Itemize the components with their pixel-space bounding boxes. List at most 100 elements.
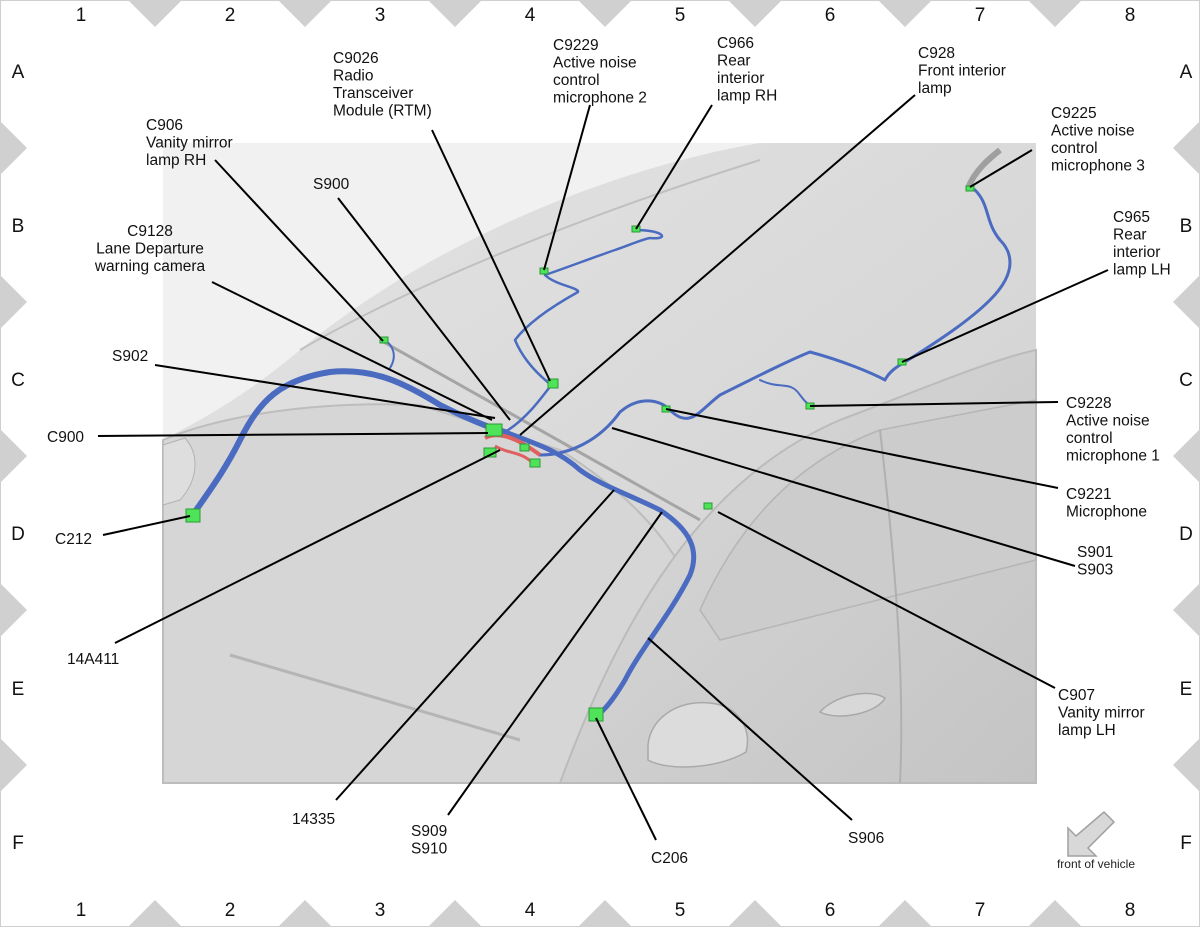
grid-column-label-bottom-8: 8: [1125, 900, 1136, 921]
grid-column-label-bottom-5: 5: [675, 900, 686, 921]
leader-s909-s910: [447, 511, 663, 816]
callout-c9228-line-2: control: [1066, 430, 1113, 447]
vehicle-illustration: [162, 143, 1037, 784]
sunroof-line: [379, 338, 701, 522]
callout-c206: C206: [651, 850, 688, 867]
side-mirror-left: [647, 702, 749, 768]
grid-column-label-bottom-3: 3: [375, 900, 386, 921]
side-mirror-right: [162, 437, 196, 506]
grid-column-label-top-3: 3: [375, 5, 386, 26]
ruler-notch-right-0: [1173, 121, 1200, 175]
ruler-notch-right-2: [1173, 429, 1200, 483]
leader-s902: [154, 364, 496, 419]
callout-s900: S900: [313, 176, 350, 193]
callout-s902-line-0: S902: [112, 348, 148, 365]
grid-row-label-right-F: F: [1180, 833, 1192, 854]
ruler-notch-top-6: [1028, 0, 1082, 27]
callout-c9229-line-0: C9229: [553, 37, 599, 54]
ruler-notch-top-1: [278, 0, 332, 27]
side-window: [699, 399, 1037, 641]
callout-c906-line-0: C906: [146, 117, 183, 134]
leader-c206: [595, 717, 657, 841]
callout-c928-line-1: Front interior: [918, 63, 1006, 80]
connector-c212: [185, 508, 201, 523]
leader-c9228: [809, 401, 1059, 407]
callout-c907-line-2: lamp LH: [1058, 722, 1116, 739]
callout-c9228-line-0: C9228: [1066, 395, 1112, 412]
ruler-notch-bottom-5: [878, 900, 932, 927]
grid-column-label-top-1: 1: [76, 5, 87, 26]
callout-s901-s903-line-1: S903: [1077, 562, 1113, 579]
callout-c212-line-0: C212: [55, 531, 92, 548]
connector-c9026: [547, 378, 559, 389]
grid-column-label-bottom-4: 4: [525, 900, 536, 921]
callout-c900-line-0: C900: [47, 429, 84, 446]
callout-14a411: 14A411: [67, 651, 119, 668]
callout-c907-line-1: Vanity mirror: [1058, 705, 1145, 722]
door-handle: [818, 692, 886, 717]
callout-c9229-line-1: Active noise: [553, 55, 637, 72]
grid-column-label-top-7: 7: [975, 5, 986, 26]
callout-c9228-line-3: microphone 1: [1066, 448, 1160, 465]
leader-c966: [635, 104, 713, 230]
callout-c928-line-0: C928: [918, 45, 955, 62]
callout-c9228-line-1: Active noise: [1066, 413, 1150, 430]
ruler-notch-top-2: [428, 0, 482, 27]
ruler-notch-top-0: [128, 0, 182, 27]
ruler-notch-bottom-1: [278, 900, 332, 927]
connector-c907: [703, 502, 713, 510]
callout-c965-line-2: interior: [1113, 244, 1160, 261]
leader-14335: [335, 489, 615, 801]
callout-c9225-line-3: microphone 3: [1051, 158, 1145, 175]
callout-14335-line-0: 14335: [292, 811, 335, 828]
callout-s906-line-0: S906: [848, 830, 884, 847]
grid-row-label-left-F: F: [12, 833, 24, 854]
callout-c9026-line-1: Radio: [333, 68, 374, 85]
leader-c900: [97, 432, 489, 437]
ruler-notch-left-1: [0, 275, 27, 329]
orientation-label: front of vehicle: [1057, 857, 1135, 871]
callout-14a411-line-0: 14A411: [67, 651, 119, 668]
ruler-notch-bottom-3: [578, 900, 632, 927]
leader-c906: [214, 159, 384, 342]
leader-c212: [102, 515, 191, 536]
ruler-notch-top-4: [728, 0, 782, 27]
grid-row-label-left-B: B: [12, 216, 25, 237]
orientation-indicator: front of vehicle: [1057, 810, 1135, 871]
leader-14a411: [114, 449, 501, 644]
ruler-notch-right-4: [1173, 738, 1200, 792]
callout-c906-line-1: Vanity mirror: [146, 135, 233, 152]
grid-column-label-bottom-2: 2: [225, 900, 236, 921]
callout-c966-line-0: C966: [717, 35, 754, 52]
harness-rtm: [503, 382, 554, 434]
callout-c9128-line-0: C9128: [127, 223, 173, 240]
callout-s909-s910-line-1: S910: [411, 841, 448, 858]
callout-c907-line-0: C907: [1058, 687, 1095, 704]
callout-c906-line-2: lamp RH: [146, 152, 206, 169]
callout-c9128-line-1: Lane Departure: [96, 241, 204, 258]
callout-c206-line-0: C206: [651, 850, 688, 867]
grid-row-label-left-C: C: [11, 370, 25, 391]
callout-c9225-line-0: C9225: [1051, 105, 1097, 122]
ruler-notch-left-2: [0, 429, 27, 483]
grid-column-label-top-6: 6: [825, 5, 836, 26]
harness-mic2: [513, 228, 664, 386]
connector-c906: [379, 336, 389, 344]
callout-c9221-line-1: Microphone: [1066, 504, 1147, 521]
leader-c965: [901, 269, 1109, 363]
callout-c9221-line-0: C9221: [1066, 486, 1112, 503]
grid-column-label-top-5: 5: [675, 5, 686, 26]
callout-c9128-line-2: warning camera: [94, 258, 206, 275]
callout-s906: S906: [848, 830, 884, 847]
